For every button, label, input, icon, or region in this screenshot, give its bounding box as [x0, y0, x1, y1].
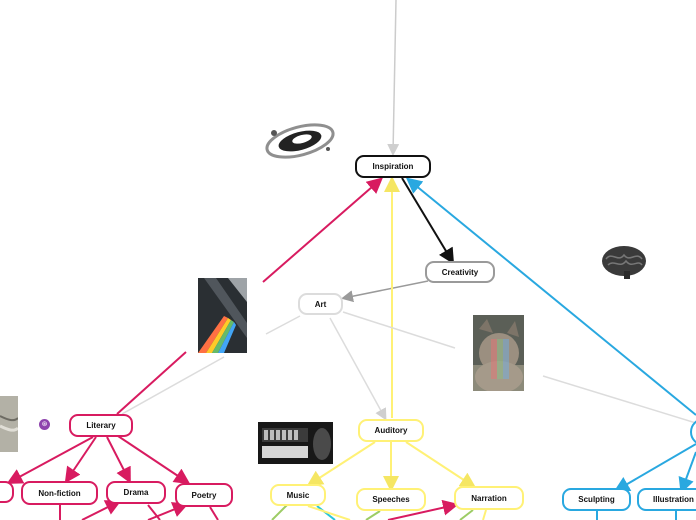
node-sculpting-label: Sculpting: [578, 495, 615, 504]
cat-image: [473, 315, 524, 391]
node-sculpting[interactable]: Sculpting: [562, 488, 631, 511]
connector: [6, 436, 94, 484]
node-illustration-label: Illustration: [653, 495, 694, 504]
node-art[interactable]: Art: [298, 293, 343, 315]
connector: [365, 510, 381, 520]
connector: [405, 177, 696, 416]
connector: [265, 315, 301, 335]
node-non-fiction[interactable]: Non-fiction: [21, 481, 98, 505]
connector: [121, 356, 225, 415]
prism-light-image: [198, 278, 247, 353]
node-speeches[interactable]: Speeches: [356, 488, 426, 511]
music-studio-image: [258, 422, 333, 464]
node-auditory-label: Auditory: [374, 426, 408, 435]
connector: [542, 375, 696, 424]
node-poetry[interactable]: Poetry: [175, 483, 233, 507]
connector: [271, 504, 288, 520]
node-left-edge[interactable]: [0, 481, 14, 503]
node-illustration[interactable]: Illustration: [637, 488, 696, 511]
node-non-fiction-label: Non-fiction: [38, 488, 81, 498]
node-narration[interactable]: Narration: [454, 486, 524, 510]
connector: [307, 505, 351, 520]
node-poetry-label: Poetry: [191, 490, 217, 500]
node-inspiration[interactable]: Inspiration: [355, 155, 431, 178]
connector: [401, 177, 455, 265]
connector: [341, 280, 429, 303]
connector: [342, 311, 456, 349]
node-music-label: Music: [286, 490, 310, 500]
connector: [81, 500, 122, 520]
connector: [262, 177, 384, 283]
connector: [64, 436, 97, 484]
connector: [459, 509, 474, 520]
node-auditory[interactable]: Auditory: [358, 419, 424, 442]
book-image: [0, 396, 18, 452]
node-creativity-label: Creativity: [441, 267, 479, 277]
connector: [613, 443, 696, 493]
connector: [387, 0, 400, 156]
connector: [147, 504, 161, 520]
node-speeches-label: Speeches: [372, 495, 410, 504]
connector: [329, 317, 387, 421]
node-music[interactable]: Music: [270, 484, 326, 506]
connector: [482, 509, 487, 520]
connector: [147, 502, 189, 520]
connector: [106, 436, 131, 484]
connector: [387, 499, 459, 520]
connector: [306, 441, 376, 487]
node-drama[interactable]: Drama: [106, 481, 166, 504]
node-narration-label: Narration: [471, 493, 507, 503]
connector: [116, 351, 187, 415]
connector: [209, 506, 219, 520]
node-art-label: Art: [314, 299, 327, 309]
brain-image: [600, 243, 648, 281]
node-inspiration-label: Inspiration: [372, 162, 414, 171]
connector: [405, 441, 477, 489]
connector: [678, 451, 696, 494]
node-creativity[interactable]: Creativity: [425, 261, 495, 283]
link-icon[interactable]: ⊛: [39, 419, 50, 430]
galaxy-image: [262, 117, 338, 165]
connector: [117, 435, 191, 485]
node-literary[interactable]: Literary: [69, 414, 133, 437]
node-literary-label: Literary: [86, 421, 116, 430]
node-drama-label: Drama: [123, 488, 149, 497]
